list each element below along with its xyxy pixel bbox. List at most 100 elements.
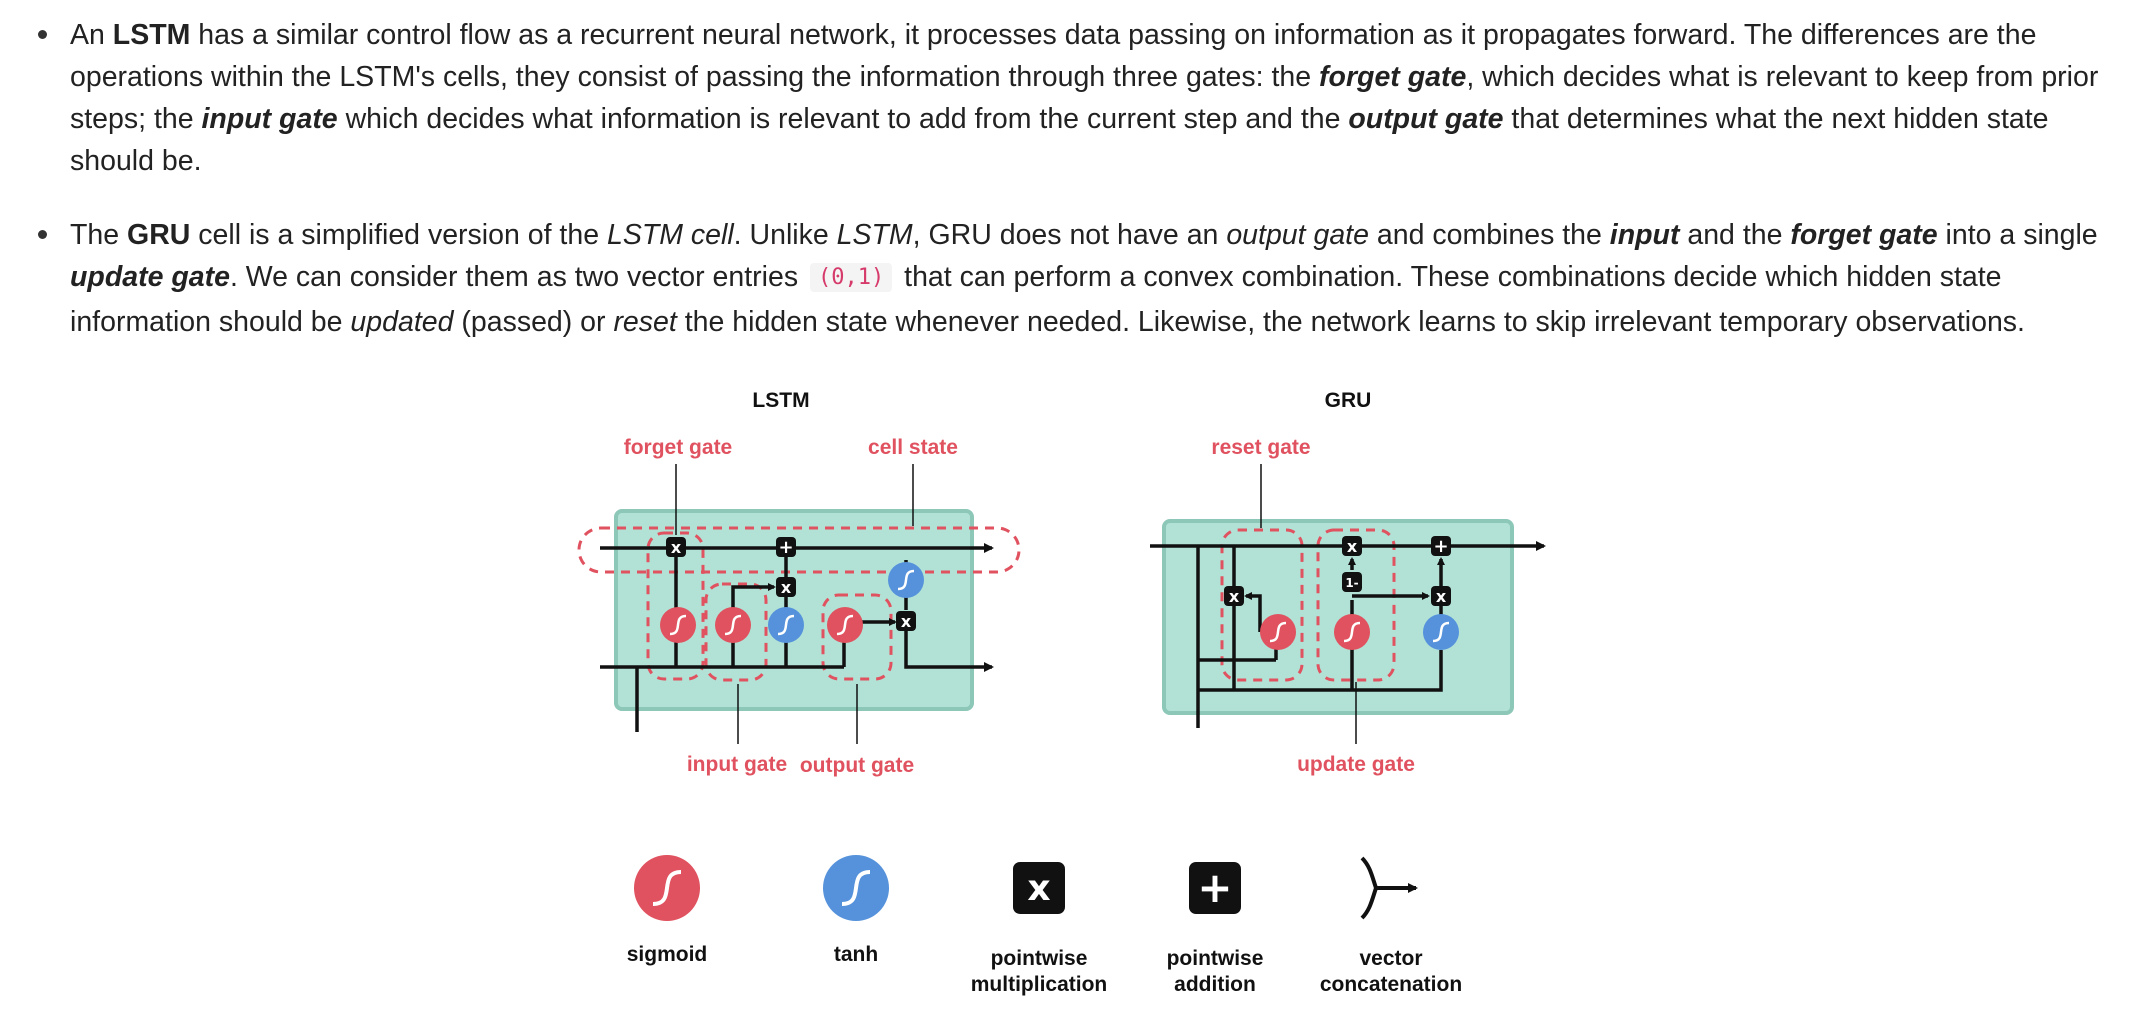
tanh-legend-curve (841, 870, 871, 906)
output-gate-label: output gate (800, 754, 914, 777)
input-gate-outline (704, 582, 768, 682)
tanh-curve (897, 569, 915, 591)
lstm-activations (660, 562, 924, 643)
gru-text-10: (passed) or (453, 306, 614, 338)
update-gate-term: update gate (70, 261, 230, 293)
gru-gate-outlines (1220, 528, 1396, 682)
lstm-ops: x + x x (666, 537, 916, 631)
multiply-legend-glyph: x (1027, 868, 1050, 909)
cell-state-label: cell state (868, 436, 958, 459)
multiply-op (1342, 536, 1362, 556)
bottom-bus (1198, 650, 1443, 692)
gru-activations (1260, 614, 1459, 650)
update-gate-outline (1316, 528, 1396, 682)
multiply-op (776, 577, 796, 597)
concat-legend-icon (1360, 856, 1418, 920)
output-gate-term: output gate (1348, 103, 1504, 135)
lstm-gate-outlines (577, 526, 1021, 682)
lstm-text-2: has a similar control flow as a recurren… (70, 19, 2037, 93)
updated-term: updated (350, 306, 454, 338)
multiply-glyph: x (671, 538, 682, 557)
gru-leaders (1260, 464, 1357, 744)
lstm-text-4: which decides what information is releva… (337, 103, 1349, 135)
input-gate-term: input gate (201, 103, 338, 135)
multiply-glyph: x (781, 578, 792, 597)
add-op (1431, 536, 1451, 556)
lstm-title: LSTM (752, 389, 809, 412)
lstm-leaders (675, 464, 914, 744)
lstm-cell-term: LSTM cell (606, 219, 734, 251)
output-gate-term-italic: output gate (1226, 219, 1369, 251)
multiply-glyph: x (1347, 537, 1358, 556)
one-minus-glyph: 1- (1345, 576, 1358, 590)
bullet-marker (38, 230, 47, 239)
reset-to-mult (1244, 592, 1262, 632)
gru-diagram: GRU (1150, 389, 1546, 776)
input-gate-label: input gate (687, 753, 787, 776)
forget-gate-term: forget gate (1790, 219, 1938, 251)
sigmoid-curve (724, 614, 742, 636)
add-op (776, 537, 796, 557)
gru-text-5: and combines the (1368, 219, 1610, 251)
sigmoid-curve (1343, 621, 1361, 643)
tanh-legend-label: tanh (834, 943, 878, 966)
one-minus-op (1342, 572, 1362, 592)
gru-text-1: The (70, 219, 128, 251)
sigmoid-curve (669, 614, 687, 636)
gru-cell-box (1162, 519, 1514, 715)
multiply-glyph: x (1229, 587, 1240, 606)
legend: sigmoid tanh x pointwise multiplication … (627, 855, 1462, 996)
lstm-term: LSTM (112, 19, 191, 51)
gru-term: GRU (127, 219, 191, 251)
bullet-marker (38, 30, 47, 39)
sigmoid-legend-label: sigmoid (627, 943, 708, 966)
sigmoid-curve (1269, 621, 1287, 643)
multiply-glyph: x (1436, 587, 1447, 606)
multiply-op (896, 611, 916, 631)
gru-text-9: that can perform a convex combination. T… (70, 261, 2002, 338)
output-gate-outline (821, 593, 893, 681)
hidden-out-line (904, 630, 994, 672)
vector-concat-label-2: concatenation (1320, 973, 1462, 996)
forget-gate-term: forget gate (1319, 61, 1467, 93)
gru-text-11: the hidden state whenever needed. Likewi… (676, 306, 2025, 338)
gru-ops: x x 1- + x (1224, 536, 1451, 606)
pointwise-add-label-2: addition (1174, 973, 1256, 996)
multiply-op (1431, 586, 1451, 606)
gru-text-4: , GRU does not have an (912, 219, 1227, 251)
cell-state-outline (577, 526, 1021, 574)
reset-gate-label: reset gate (1211, 436, 1310, 459)
lstm-text-3: , which decides what is relevant to keep… (70, 61, 2099, 135)
lstm-term-italic: LSTM (836, 219, 913, 251)
pointwise-mult-label-2: multiplication (971, 973, 1108, 996)
gru-title: GRU (1325, 389, 1372, 412)
lstm-text-5: that determines what the next hidden sta… (70, 103, 2049, 177)
sigmoid-curve (836, 614, 854, 636)
bullet-list: An LSTM has a similar control flow as a … (32, 14, 2112, 375)
gru-text-2: cell is a simplified version of the (190, 219, 607, 251)
forget-gate-label: forget gate (624, 436, 733, 459)
pointwise-add-label-1: pointwise (1167, 947, 1264, 970)
sigmoid-legend-curve (652, 870, 682, 906)
lstm-diagram: LSTM (577, 389, 1021, 777)
inline-code: (0,1) (810, 263, 893, 292)
tanh-curve (1432, 621, 1450, 643)
multiply-op (1224, 586, 1244, 606)
multiply-legend-icon (1013, 862, 1065, 914)
vector-concat-label-1: vector (1359, 947, 1422, 970)
forget-gate-outline (646, 531, 705, 681)
add-glyph: + (1433, 536, 1448, 557)
lstm-bullet: An LSTM has a similar control flow as a … (32, 14, 2112, 182)
tanh-curve (777, 614, 795, 636)
reset-term: reset (613, 306, 677, 338)
multiply-op (666, 537, 686, 557)
gru-text-8: . We can consider them as two vector ent… (229, 261, 806, 293)
gru-bullet: The GRU cell is a simplified version of … (32, 214, 2112, 343)
reset-gate-outline (1220, 528, 1304, 682)
lstm-text-1: An (70, 19, 113, 51)
add-legend-icon (1189, 862, 1241, 914)
add-glyph: + (778, 537, 793, 558)
update-gate-label: update gate (1297, 753, 1415, 776)
input-to-mult (731, 583, 776, 608)
